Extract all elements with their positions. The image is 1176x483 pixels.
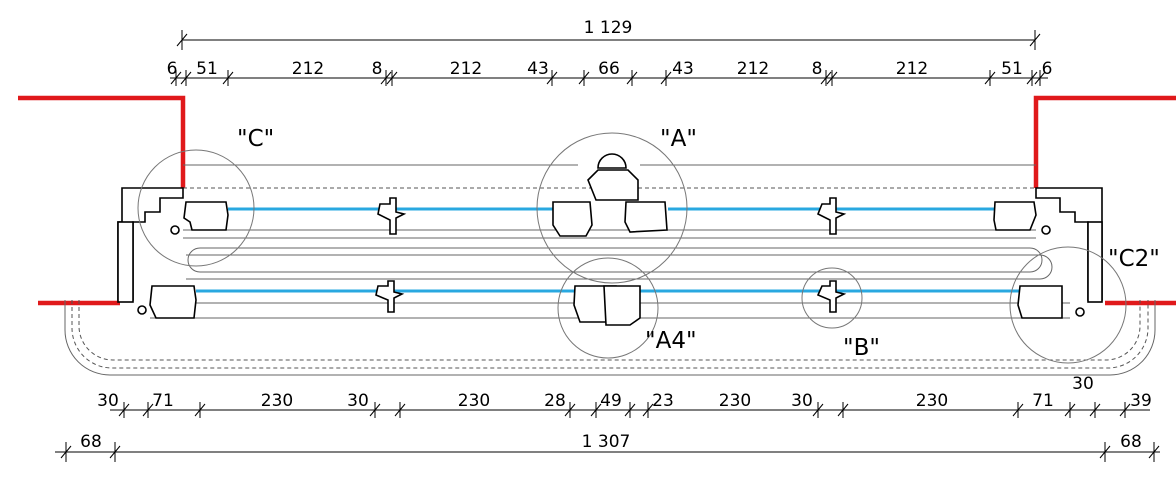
top-seg-10: 8 [812,59,823,79]
bottom-seg-5: 230 [458,391,490,411]
top-seg-5: 212 [450,59,482,79]
top-seg-13: 6 [1042,59,1053,79]
bottom-seg-1: 30 [97,391,119,411]
detail-label-a4: "A4" [645,328,697,354]
top-segment-dimensions: 6 51 212 8 212 43 66 43 212 8 212 51 6 [167,59,1053,86]
bottom-seg-4: 30 [347,391,369,411]
detail-label-a: "A" [660,126,697,152]
bottom-seg-6: 28 [544,391,566,411]
top-seg-3: 212 [292,59,324,79]
top-seg-8: 43 [672,59,694,79]
top-seg-1: 6 [167,59,178,79]
top-seg-4: 8 [372,59,383,79]
detail-circle-a [536,132,688,284]
top-seg-9: 212 [737,59,769,79]
upper-sash-profiles [183,153,1037,237]
bottom-total-dimensions: 68 1 307 68 [55,432,1160,462]
top-seg-7: 66 [598,59,620,79]
detail-circle-a4 [557,257,659,359]
bottom-seg-13: 39 [1130,391,1152,411]
detail-label-c: "C" [237,126,274,152]
bottom-seg-8: 23 [652,391,674,411]
bottom-seg-3: 230 [261,391,293,411]
detail-circle-c2 [1009,246,1127,364]
bottom-segment-dimensions: 30 71 230 30 230 28 49 23 230 30 230 71 … [97,374,1152,418]
lower-sash-profiles [149,280,1063,326]
bottom-seg-7: 49 [600,391,622,411]
bottom-seg-12: 71 [1032,391,1054,411]
bottom-seg-2: 71 [152,391,174,411]
top-total-dimension: 1 129 [176,18,1041,50]
bottom-left-68: 68 [80,432,102,452]
detail-circle-b [801,267,863,329]
bottom-seg-9: 230 [719,391,751,411]
detail-callouts: "C" "A" "A4" "B" "C2" [137,126,1160,364]
top-seg-12: 51 [1001,59,1023,79]
bottom-seg-11: 230 [916,391,948,411]
detail-label-c2: "C2" [1108,246,1160,272]
detail-label-b: "B" [843,335,880,361]
frame-outline [64,164,1156,376]
bottom-seg-10: 30 [791,391,813,411]
top-seg-11: 212 [896,59,928,79]
top-seg-6: 43 [527,59,549,79]
top-total-label: 1 129 [584,18,633,38]
top-seg-2: 51 [196,59,218,79]
detail-circle-c [137,149,255,267]
bottom-extra-30: 30 [1072,374,1094,394]
bottom-total-label: 1 307 [582,432,631,452]
bottom-right-68: 68 [1120,432,1142,452]
